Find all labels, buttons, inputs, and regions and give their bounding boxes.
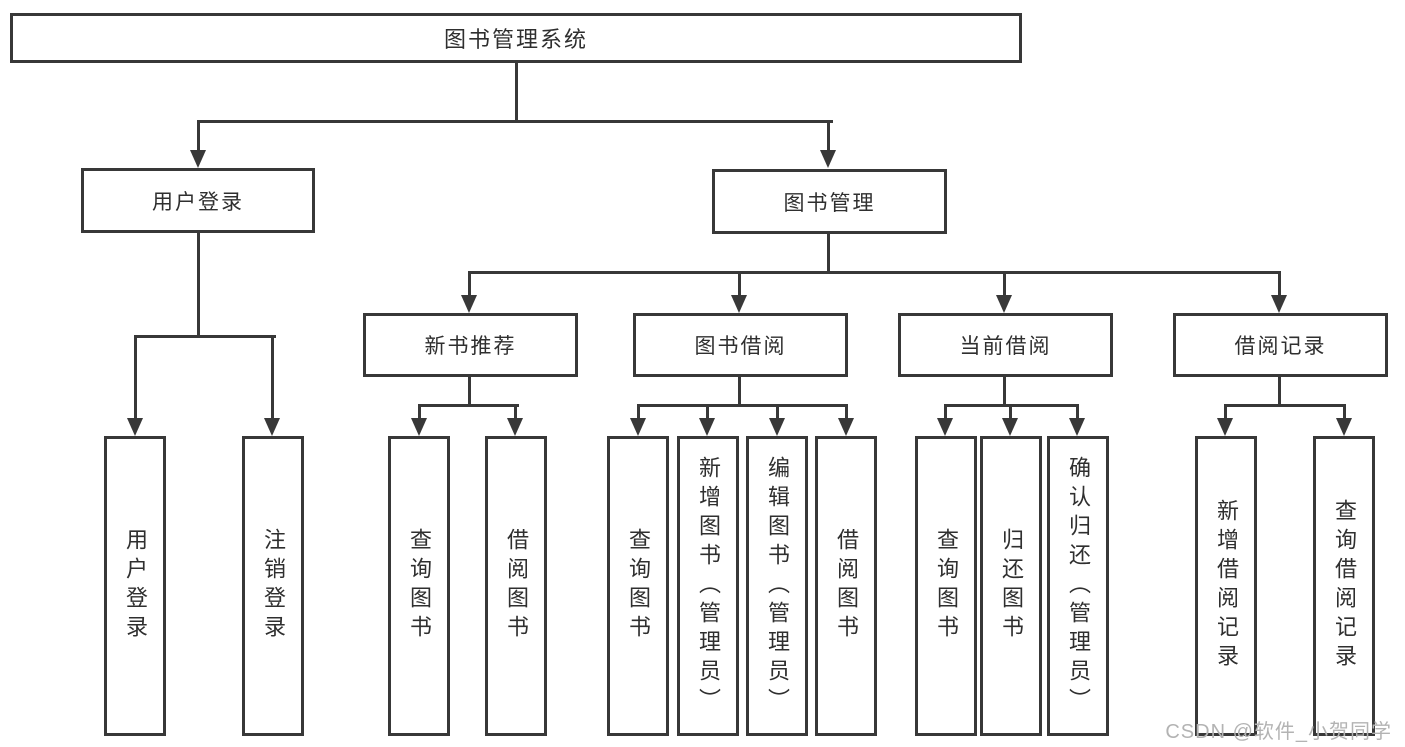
leaf-edit-book-admin: 编辑图书（管理员） xyxy=(746,436,808,736)
connector-stem xyxy=(738,377,741,407)
connector-drop xyxy=(637,404,640,420)
leaf-query-book-borrow: 查询图书 xyxy=(607,436,669,736)
connector-drop xyxy=(1278,271,1281,297)
node-book-management: 图书管理 xyxy=(712,169,947,234)
leaf-query-book-current: 查询图书 xyxy=(915,436,977,736)
arrow-down-icon xyxy=(1336,418,1352,436)
arrow-down-icon xyxy=(731,295,747,313)
connector-drop-book-management xyxy=(827,120,830,152)
arrow-down-icon xyxy=(264,418,280,436)
leaf-borrow-book: 借阅图书 xyxy=(815,436,877,736)
connector-drop-user-login xyxy=(197,120,200,152)
connector-drop xyxy=(514,404,517,420)
connector-drop xyxy=(134,335,137,420)
leaf-add-borrow-record: 新增借阅记录 xyxy=(1195,436,1257,736)
leaf-confirm-return-admin: 确认归还（管理员） xyxy=(1047,436,1109,736)
leaf-borrow-book-recommend: 借阅图书 xyxy=(485,436,547,736)
node-current-borrow: 当前借阅 xyxy=(898,313,1113,377)
connector-book-management-branch xyxy=(468,271,1281,274)
connector-drop xyxy=(845,404,848,420)
arrow-down-icon xyxy=(1271,295,1287,313)
connector-drop xyxy=(776,404,779,420)
arrow-down-icon xyxy=(461,295,477,313)
leaf-add-book-admin: 新增图书（管理员） xyxy=(677,436,739,736)
arrow-down-icon xyxy=(996,295,1012,313)
leaf-query-book-recommend: 查询图书 xyxy=(388,436,450,736)
connector-drop xyxy=(468,271,471,297)
leaf-user-login: 用户登录 xyxy=(104,436,166,736)
arrow-down-icon xyxy=(769,418,785,436)
connector-stem xyxy=(468,377,471,407)
arrow-down-icon xyxy=(1217,418,1233,436)
connector-user-login-branch xyxy=(134,335,276,338)
connector-drop xyxy=(1224,404,1227,420)
arrow-down-icon xyxy=(1069,418,1085,436)
connector-drop xyxy=(1009,404,1012,420)
arrow-down-icon xyxy=(190,150,206,168)
leaf-logout: 注销登录 xyxy=(242,436,304,736)
connector-drop xyxy=(738,271,741,297)
arrow-down-icon xyxy=(507,418,523,436)
connector-branch xyxy=(418,404,519,407)
connector-drop xyxy=(706,404,709,420)
connector-branch xyxy=(1224,404,1346,407)
arrow-down-icon xyxy=(937,418,953,436)
node-root-library-system: 图书管理系统 xyxy=(10,13,1022,63)
connector-stem xyxy=(1278,377,1281,407)
connector-drop xyxy=(944,404,947,420)
connector-user-login-stem xyxy=(197,233,200,335)
connector-drop xyxy=(1076,404,1079,420)
connector-root-stem xyxy=(515,63,518,120)
connector-drop xyxy=(1003,271,1006,297)
arrow-down-icon xyxy=(630,418,646,436)
node-book-borrow: 图书借阅 xyxy=(633,313,848,377)
connector-drop xyxy=(1343,404,1346,420)
connector-stem xyxy=(1003,377,1006,407)
leaf-return-book: 归还图书 xyxy=(980,436,1042,736)
connector-drop xyxy=(271,335,274,420)
arrow-down-icon xyxy=(820,150,836,168)
arrow-down-icon xyxy=(1002,418,1018,436)
node-user-login: 用户登录 xyxy=(81,168,315,233)
connector-branch xyxy=(637,404,848,407)
arrow-down-icon xyxy=(411,418,427,436)
arrow-down-icon xyxy=(127,418,143,436)
node-borrow-record: 借阅记录 xyxy=(1173,313,1388,377)
connector-book-management-stem xyxy=(827,234,830,271)
connector-drop xyxy=(418,404,421,420)
connector-root-branch xyxy=(197,120,833,123)
arrow-down-icon xyxy=(838,418,854,436)
csdn-watermark: CSDN @软件_小贺同学 xyxy=(1165,721,1392,743)
leaf-query-borrow-record: 查询借阅记录 xyxy=(1313,436,1375,736)
node-new-book-recommend: 新书推荐 xyxy=(363,313,578,377)
arrow-down-icon xyxy=(699,418,715,436)
